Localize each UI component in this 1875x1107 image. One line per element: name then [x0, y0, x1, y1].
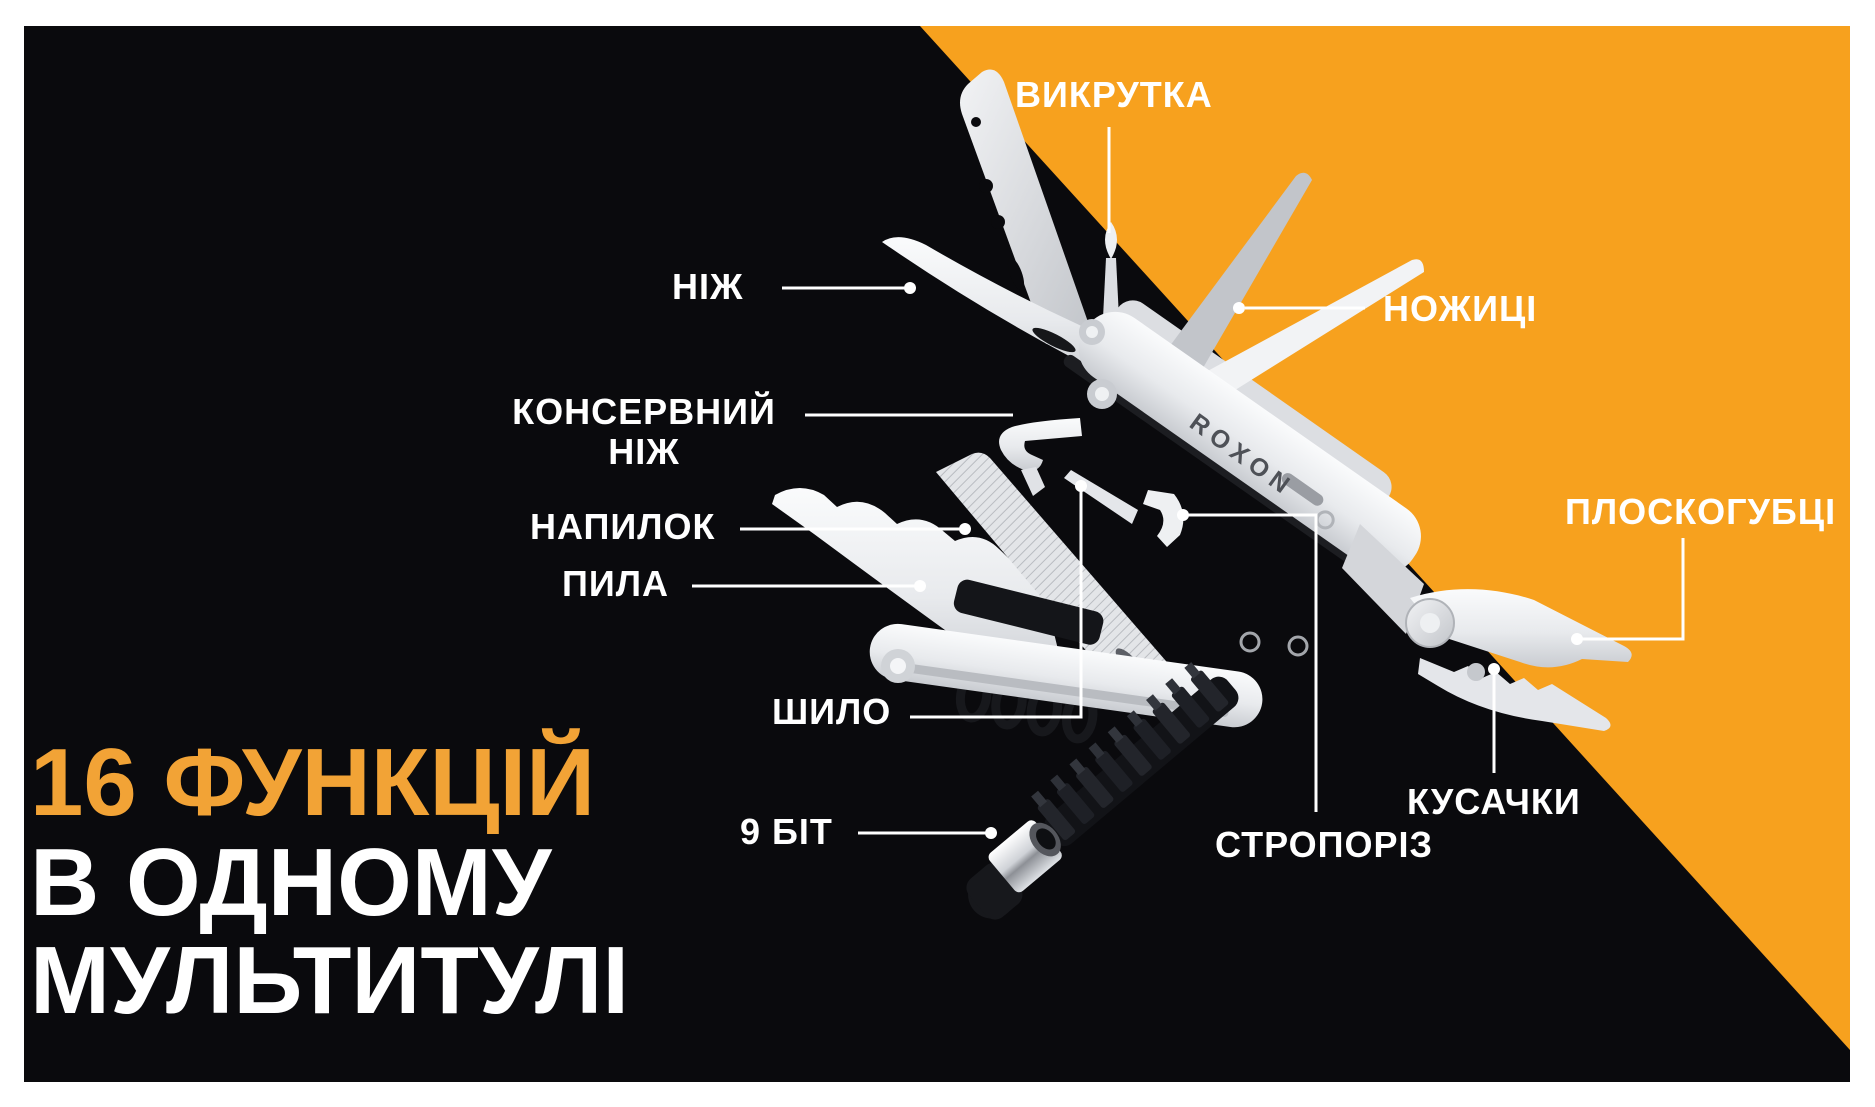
saw-dot	[914, 580, 926, 592]
label-file: НАПИЛОК	[530, 506, 716, 547]
label-knife: НІЖ	[672, 266, 744, 307]
label-bits: 9 БІТ	[740, 811, 833, 852]
label-awl: ШИЛО	[772, 691, 892, 732]
headline-line1: 16 ФУНКЦІЙ	[30, 729, 596, 836]
pliers-lower-jaw	[1418, 658, 1611, 731]
label-can-opener-line1: КОНСЕРВНИЙ	[512, 391, 776, 432]
headline-line2: В ОДНОМУ	[30, 829, 552, 936]
label-saw: ПИЛА	[562, 563, 670, 604]
awl-callout	[910, 480, 1087, 719]
strap-cutter-dot	[1177, 509, 1189, 521]
wire-cutters-callout	[1488, 663, 1500, 773]
knife-dot	[904, 282, 916, 294]
can-opener-tool	[999, 418, 1082, 496]
label-can-opener-line2: НІЖ	[608, 431, 680, 472]
awl-dot	[1075, 480, 1087, 492]
pliers-upper-jaw	[1410, 589, 1632, 668]
headline-line3: МУЛЬТИТУЛІ	[30, 927, 630, 1034]
label-can-opener: КОНСЕРВНИЙ НІЖ	[510, 392, 778, 472]
pliers-head	[1342, 524, 1632, 731]
bits-dot	[985, 827, 997, 839]
file-callout	[740, 523, 971, 535]
bit-set	[966, 662, 1239, 920]
label-screwdriver: ВИКРУТКА	[1015, 74, 1213, 115]
scissors-blades	[1158, 172, 1424, 412]
strap-cutter-callout	[1177, 509, 1318, 812]
black-canvas: ROXON	[24, 26, 1850, 1082]
file-dot	[959, 523, 971, 535]
scissors-callout	[1233, 302, 1365, 314]
pliers-dot	[1571, 633, 1583, 645]
bits-row	[1031, 662, 1229, 841]
wire-cutters-dot	[1488, 663, 1500, 675]
callout-lines-layer	[692, 127, 1685, 839]
label-pliers: ПЛОСКОГУБЦІ	[1565, 491, 1837, 532]
multitool-illustration: ROXON	[772, 69, 1632, 920]
knife-callout	[782, 282, 916, 294]
bits-callout	[858, 827, 997, 839]
saw-callout	[692, 580, 926, 592]
pliers-callout	[1571, 538, 1685, 645]
label-scissors: НОЖИЦІ	[1383, 288, 1538, 329]
scissors-dot	[1233, 302, 1245, 314]
strap-cutter-tool	[1143, 490, 1184, 547]
upper-handle: ROXON	[1063, 311, 1421, 585]
flat-bar-tool	[960, 69, 1088, 345]
label-strap-cutter: СТРОПОРІЗ	[1215, 824, 1434, 865]
lower-handle	[869, 579, 1309, 744]
label-wire-cutters: КУСАЧКИ	[1407, 781, 1581, 822]
